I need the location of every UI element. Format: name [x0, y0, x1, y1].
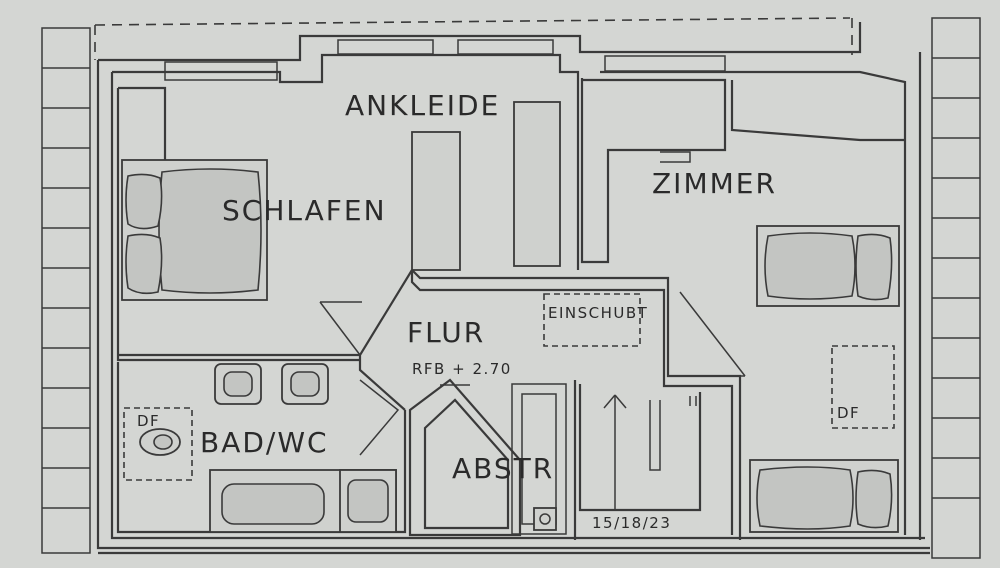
- label-rfb: RFB + 2.70: [412, 360, 512, 378]
- bed-schlafen: [121, 159, 268, 301]
- left-brick-wall: [41, 27, 91, 554]
- label-df-left: DF: [137, 412, 160, 430]
- staircase: [578, 384, 702, 512]
- interior-walls: [116, 78, 905, 540]
- outer-walls: [96, 22, 930, 555]
- einschub-box: [543, 293, 641, 347]
- bath-fixtures: [123, 363, 397, 533]
- room-label-ankleide: ANKLEIDE: [345, 89, 500, 122]
- room-label-zimmer: ZIMMER: [652, 167, 777, 200]
- wardrobes: [411, 101, 561, 271]
- label-einschub: EINSCHUBT: [548, 304, 648, 322]
- label-df-right: DF: [837, 404, 860, 422]
- room-label-bad-wc: BAD/WC: [200, 426, 329, 459]
- zimmer-furniture: [660, 151, 900, 533]
- abstr-fixtures: [511, 383, 567, 535]
- room-label-schlafen: SCHLAFEN: [222, 194, 387, 227]
- right-brick-wall: [931, 17, 981, 559]
- room-label-abstr: ABSTR: [452, 452, 554, 485]
- roof-outline: [94, 17, 853, 60]
- room-label-flur: FLUR: [407, 316, 485, 349]
- label-stairs: 15/18/23: [592, 514, 671, 532]
